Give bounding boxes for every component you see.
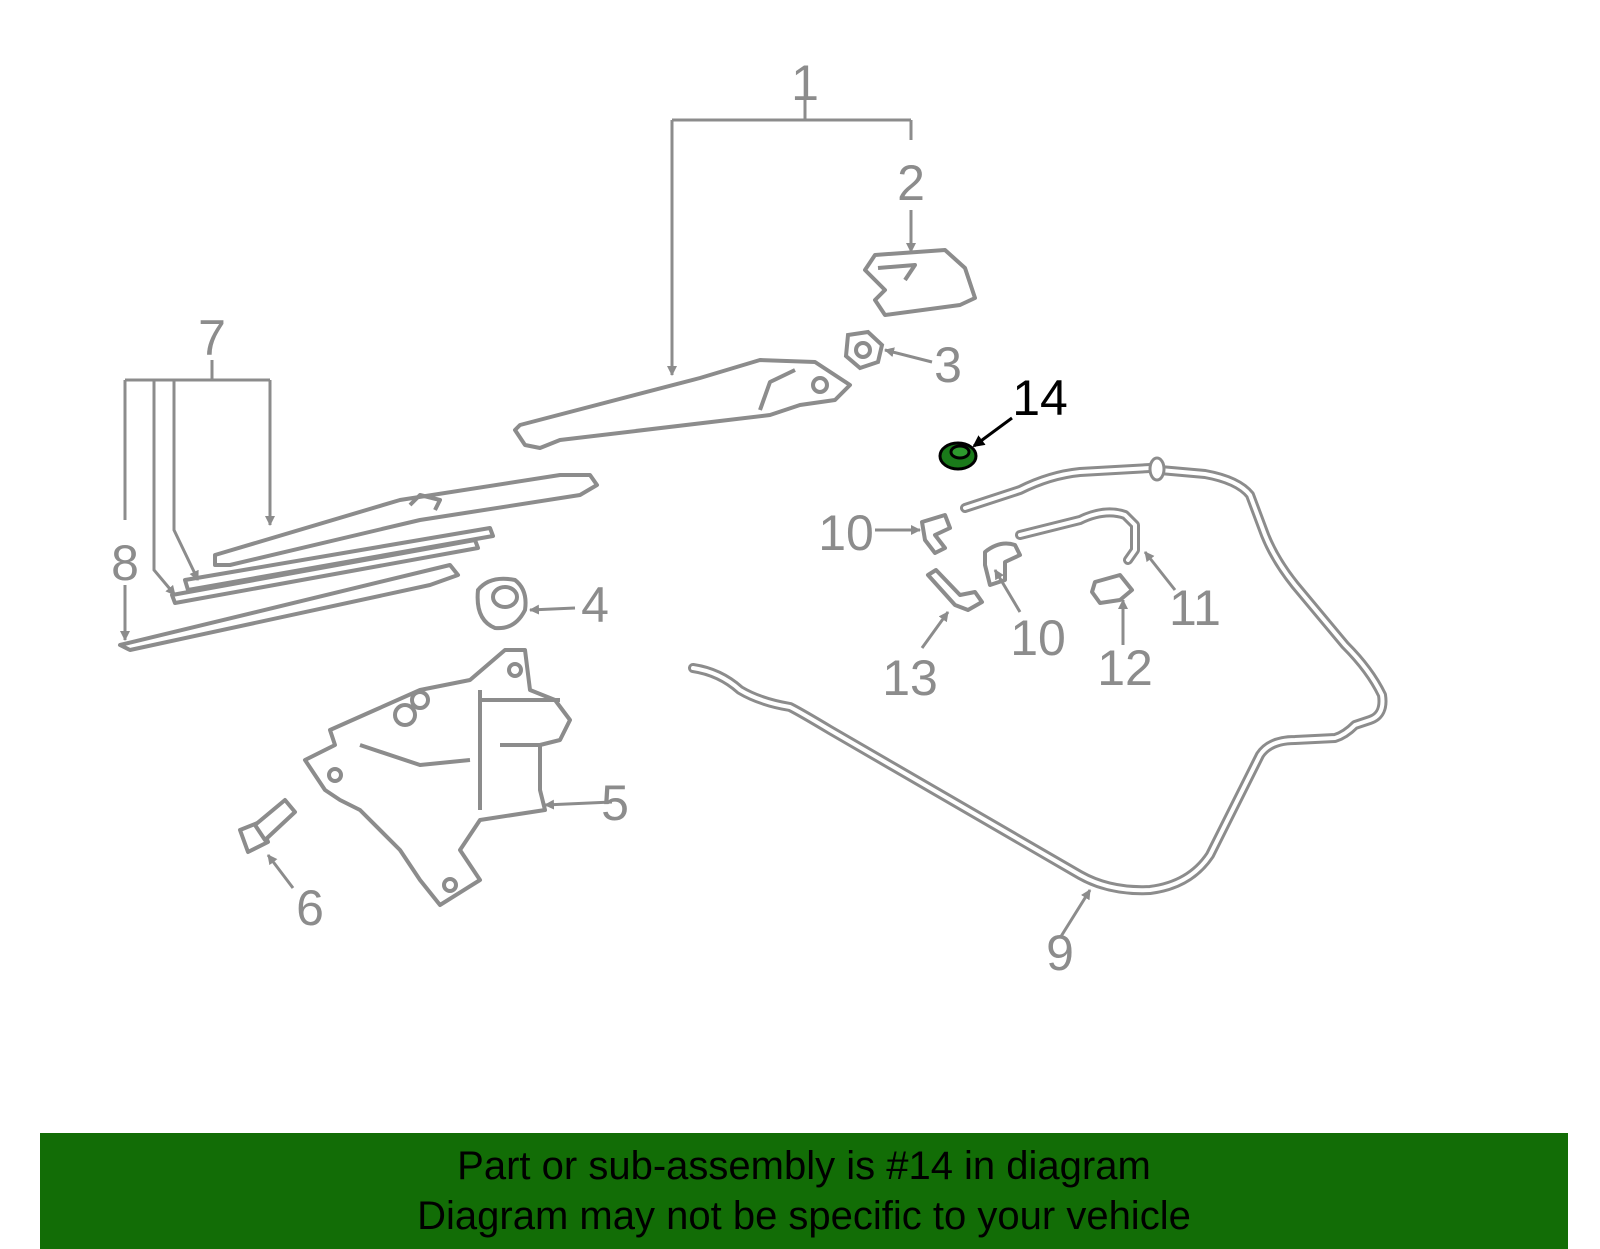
wiper-arm (513, 358, 852, 450)
washer-hose-upper-inner (963, 466, 1152, 562)
callout-1: 1 (791, 55, 819, 111)
callout-12: 12 (1097, 640, 1153, 696)
callout-5: 5 (601, 775, 629, 831)
leader-line-14 (972, 416, 1013, 448)
banner-line-2: Diagram may not be specific to your vehi… (417, 1194, 1191, 1238)
banner-line-1: Part or sub-assembly is #14 in diagram (457, 1144, 1151, 1188)
hose-joint (1148, 456, 1166, 482)
bracket (1090, 573, 1134, 605)
callout-10b: 10 (1010, 610, 1066, 666)
blade-insert (118, 526, 495, 652)
connector-upper (920, 513, 952, 555)
callout-4: 4 (581, 577, 609, 633)
callout-3: 3 (934, 337, 962, 393)
wiper-arm-cap (863, 248, 977, 317)
grommet (475, 576, 528, 631)
callout-9: 9 (1046, 925, 1074, 981)
info-banner: Part or sub-assembly is #14 in diagram D… (40, 1133, 1568, 1249)
callout-7: 7 (198, 310, 226, 366)
washer-hose-inner (691, 468, 1385, 893)
callout-2: 2 (897, 155, 925, 211)
wiper-motor (303, 648, 572, 907)
wiper-blade (213, 473, 599, 567)
nut (843, 329, 885, 371)
nozzle (926, 568, 984, 612)
grommet-highlighted (938, 441, 978, 471)
callout-14: 14 (1012, 370, 1068, 426)
bolt (238, 798, 297, 854)
callout-6: 6 (296, 880, 324, 936)
callout-13: 13 (882, 650, 938, 706)
callout-8: 8 (111, 535, 139, 591)
callout-11: 11 (1169, 580, 1221, 636)
callout-10a: 10 (818, 505, 874, 561)
connector-lower (983, 541, 1022, 587)
leader-lines (120, 100, 1177, 939)
